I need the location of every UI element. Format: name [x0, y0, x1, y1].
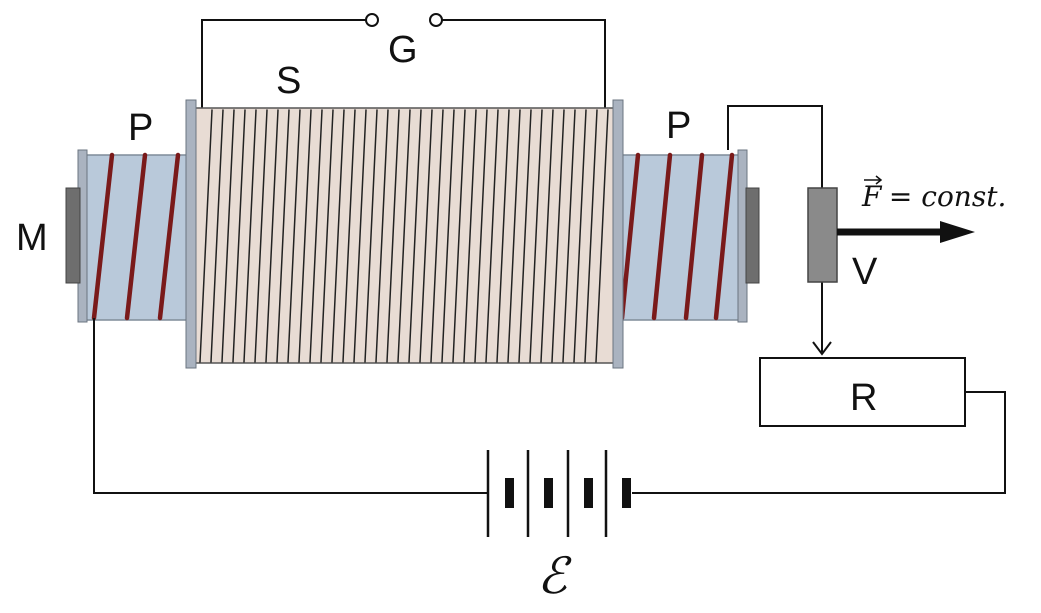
secondary-winding-turn — [386, 109, 400, 363]
secondary-winding-turn — [485, 109, 499, 363]
galvanometer-terminal-right — [429, 13, 443, 27]
force-label: F = const. — [861, 175, 1006, 213]
primary-right-winding-turn — [651, 152, 673, 321]
secondary-winding-turn — [474, 109, 488, 363]
primary-right-winding-turn — [683, 152, 705, 321]
secondary-winding-turn — [408, 109, 422, 363]
secondary-winding-turn — [353, 109, 367, 363]
secondary-winding-turn — [254, 109, 268, 363]
secondary-winding-turn — [562, 109, 576, 363]
secondary-winding-turn — [452, 109, 466, 363]
magnet-core — [65, 187, 81, 284]
label-primary-right: P — [666, 105, 691, 147]
force-const-text: = const. — [880, 180, 1006, 213]
secondary-coil — [185, 99, 624, 369]
label-primary-left: P — [128, 107, 153, 149]
secondary-winding-turn — [232, 109, 246, 363]
label-galvanometer: G — [388, 29, 418, 71]
secondary-winding-turn — [287, 109, 301, 363]
galvanometer-terminal-left — [365, 13, 379, 27]
secondary-winding-turn — [496, 109, 510, 363]
primary-left-winding — [91, 152, 181, 321]
primary-coil-left — [65, 149, 191, 323]
battery — [486, 450, 631, 537]
primary-left-winding-turn — [91, 152, 115, 321]
right-circuit-wires — [727, 105, 832, 356]
secondary-winding-turn — [551, 109, 565, 363]
label-emf: ℰ — [537, 547, 572, 605]
label-magnet: M — [16, 217, 48, 259]
secondary-winding-turn — [342, 109, 356, 363]
label-secondary: S — [276, 60, 301, 102]
secondary-winding-turn — [221, 109, 235, 363]
secondary-winding-turn — [265, 109, 279, 363]
secondary-winding-turn — [463, 109, 477, 363]
main-circuit-wires — [93, 318, 1006, 494]
resistor — [759, 357, 966, 427]
secondary-winding-turn — [375, 109, 389, 363]
force-vector-arrow-icon — [864, 175, 883, 185]
secondary-flange-right — [612, 99, 624, 369]
primary-left-winding-turn — [124, 152, 148, 321]
secondary-winding-turn — [320, 109, 334, 363]
right-core-cap — [745, 187, 760, 284]
secondary-winding-turn — [298, 109, 312, 363]
secondary-winding-turn — [584, 109, 598, 363]
galvanometer-circuit — [201, 19, 606, 108]
secondary-winding-turn — [364, 109, 378, 363]
primary-left-winding-turn — [157, 152, 181, 321]
secondary-winding-turn — [430, 109, 444, 363]
force-symbol: F — [861, 180, 883, 213]
secondary-flange-left — [185, 99, 197, 369]
secondary-winding-turn — [243, 109, 257, 363]
secondary-winding — [199, 109, 609, 363]
secondary-winding-turn — [595, 109, 609, 363]
secondary-winding-turn — [276, 109, 290, 363]
primary-right-winding-turn — [619, 152, 641, 321]
secondary-winding-turn — [419, 109, 433, 363]
secondary-winding-turn — [573, 109, 587, 363]
secondary-winding-turn — [507, 109, 521, 363]
secondary-winding-turn — [331, 109, 345, 363]
secondary-winding-turn — [309, 109, 323, 363]
label-slider: V — [852, 251, 878, 293]
secondary-winding-turn — [441, 109, 455, 363]
primary-coil-right — [616, 149, 760, 323]
secondary-winding-turn — [540, 109, 554, 363]
secondary-winding-turn — [518, 109, 532, 363]
secondary-winding-turn — [199, 109, 213, 363]
label-resistor: R — [850, 377, 877, 419]
slider-contact — [807, 187, 838, 283]
force-arrow — [837, 221, 975, 243]
primary-right-winding — [619, 152, 735, 321]
secondary-winding-turn — [529, 109, 543, 363]
secondary-winding-turn — [397, 109, 411, 363]
primary-right-body — [616, 154, 743, 321]
secondary-winding-turn — [210, 109, 224, 363]
primary-right-winding-turn — [713, 152, 735, 321]
